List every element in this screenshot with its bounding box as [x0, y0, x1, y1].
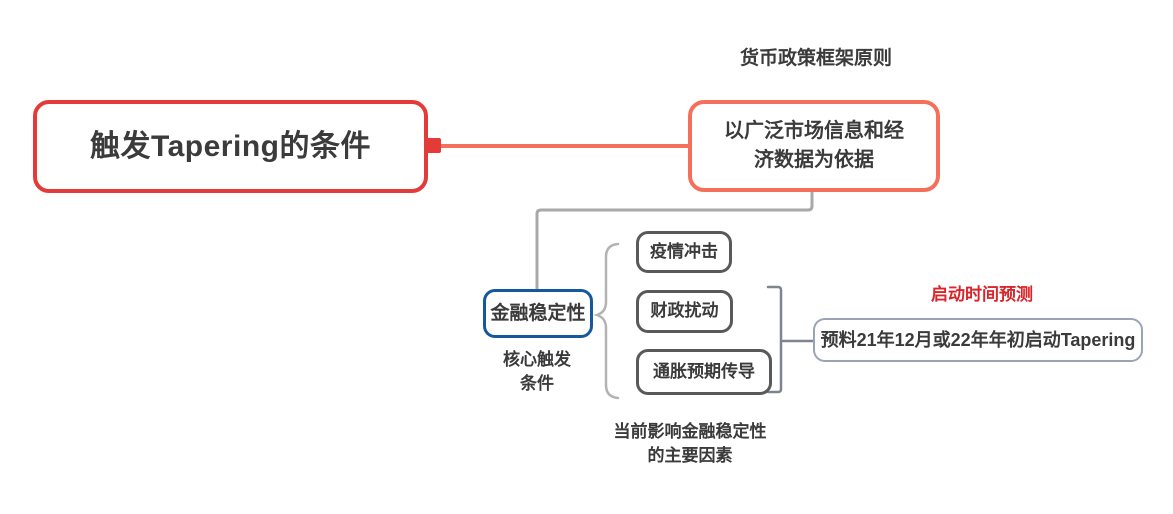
node-factor-inflation-expectation[interactable]: 通胀预期传导: [636, 349, 772, 395]
node-factor-fiscal-disturbance[interactable]: 财政扰动: [636, 290, 733, 333]
label-core-trigger-caption: 核心触发 条件: [503, 350, 571, 393]
label-factors-caption: 当前影响金融稳定性 的主要因素: [613, 422, 767, 465]
label-prediction-title: 启动时间预测: [931, 285, 1033, 304]
node-root-tapering-conditions[interactable]: 触发Tapering的条件: [33, 100, 428, 193]
node-policy-basis[interactable]: 以广泛市场信息和经 济数据为依据: [688, 100, 940, 192]
node-financial-stability[interactable]: 金融稳定性: [483, 289, 593, 338]
node-prediction-timing[interactable]: 预料21年12月或22年年初启动Tapering: [813, 318, 1143, 362]
curly-brace: [593, 242, 620, 400]
node-factor-pandemic-shock[interactable]: 疫情冲击: [636, 231, 732, 273]
label-policy-framework-title: 货币政策框架原则: [739, 48, 892, 69]
